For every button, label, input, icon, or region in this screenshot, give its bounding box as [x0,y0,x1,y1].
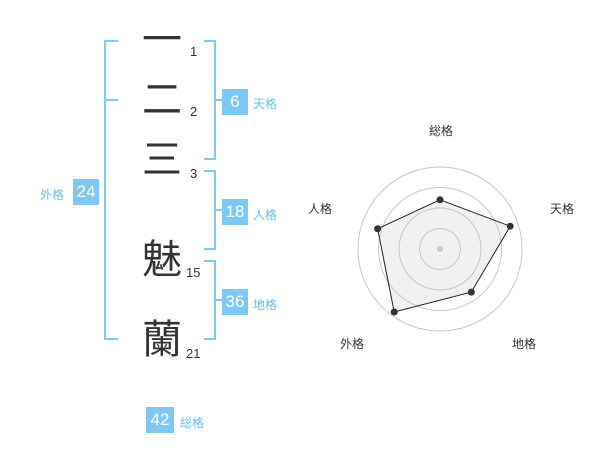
stroke-count-3: 3 [190,166,198,181]
radar-ring [419,228,461,270]
kanji-2: 二 [142,77,182,123]
chikaku-label: 地格 [253,298,278,312]
soukaku-label: 総格 [180,416,205,430]
radar-point-1 [506,222,514,230]
radar-axis-label-soukaku: 総格 [428,124,453,138]
radar-point-4 [374,225,382,233]
gaikaku-score: 24 [73,179,99,205]
radar-ring [398,207,482,291]
kanji-1: 一 [142,17,182,63]
radar-point-2 [467,288,475,296]
kanji-3: 三 [142,137,182,183]
jinkaku-label: 人格 [253,208,278,222]
jinkaku-score: 18 [222,199,248,225]
radar-ring [357,166,523,332]
stroke-count-5: 21 [186,346,201,361]
chikaku-score: 36 [222,289,248,315]
radar-axis-label-chikaku: 地格 [511,337,536,351]
radar-axis-label-tenkaku: 天格 [549,202,574,216]
gaikaku-tick [104,99,118,101]
tenkaku-score: 6 [222,89,248,115]
tenkaku-tick [214,99,222,101]
stroke-count-1: 1 [190,44,198,59]
gaikaku-bracket [104,40,118,340]
radar-point-0 [436,196,444,204]
radar-polygon [377,199,511,313]
chikaku-tick [214,299,222,301]
radar-axis-label-jinkaku: 人格 [307,202,332,216]
stroke-count-4: 15 [186,265,201,280]
tenkaku-label: 天格 [253,97,278,111]
stroke-count-2: 2 [190,104,198,119]
kanji-5: 蘭 [142,317,182,363]
radar-ring [378,187,502,311]
soukaku-score: 42 [146,407,174,433]
radar-chart [357,166,523,332]
radar-axis-label-gaikaku: 外格 [339,337,364,351]
radar-center [437,246,443,252]
jinkaku-tick [214,209,222,211]
radar-point-3 [390,308,398,316]
kanji-4: 魅 [142,237,182,283]
gaikaku-label: 外格 [40,188,65,202]
